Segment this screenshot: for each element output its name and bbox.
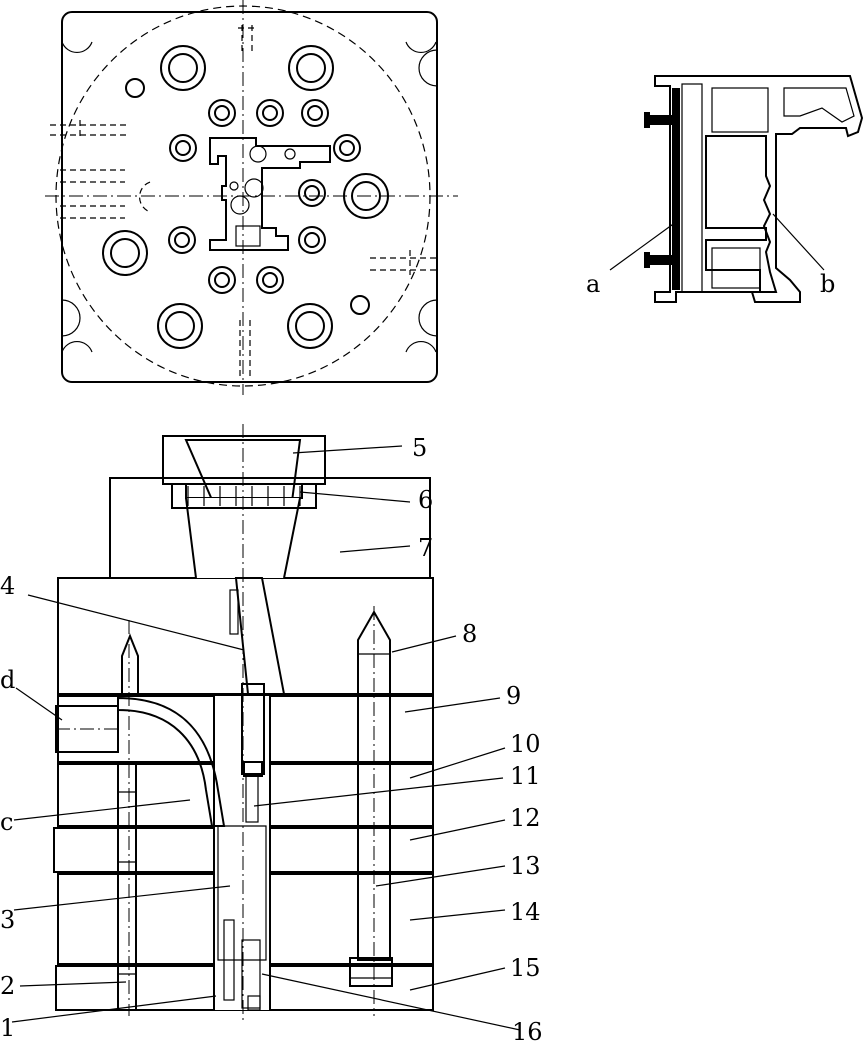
plate-9 xyxy=(57,695,434,763)
part-label-15: 15 xyxy=(510,954,541,982)
part-label-3: 3 xyxy=(0,906,15,934)
profile-section: a b xyxy=(586,75,864,303)
part-label-4: 4 xyxy=(0,572,15,600)
bolt-13 xyxy=(357,609,391,961)
part-label-d: d xyxy=(0,666,15,694)
leader-lines xyxy=(11,445,521,1031)
part-label-14: 14 xyxy=(510,898,541,926)
part-label-10: 10 xyxy=(510,730,541,758)
part-label-7: 7 xyxy=(418,534,433,562)
bolt-2 xyxy=(117,761,137,1011)
cone-feeder xyxy=(234,577,286,695)
die-section-view: 5 6 7 4 8 d 9 10 11 c 12 13 3 14 15 2 1 … xyxy=(0,424,543,1046)
extrudate-3 xyxy=(217,825,267,961)
plate-10 xyxy=(57,763,434,827)
part-label-c: c xyxy=(0,808,13,836)
plan-bolt-holes xyxy=(102,45,389,349)
filter-6 xyxy=(171,483,317,509)
ring-5 xyxy=(162,435,326,499)
part-label-9: 9 xyxy=(506,682,521,710)
profile-clip-lower xyxy=(644,252,672,268)
plan-outline xyxy=(61,11,438,383)
plan-hidden-details xyxy=(50,25,440,380)
part-label-6: 6 xyxy=(418,486,433,514)
profile-label-a: a xyxy=(586,270,600,298)
plan-corner-notch xyxy=(61,41,93,54)
part-label-5: 5 xyxy=(412,434,427,462)
profile-outline xyxy=(654,75,864,303)
plate-14 xyxy=(57,873,434,965)
part-label-1: 1 xyxy=(0,1014,15,1042)
profile-label-b: b xyxy=(820,270,835,298)
part-label-12: 12 xyxy=(510,804,541,832)
profile-glass-pane xyxy=(672,88,680,290)
part-label-16: 16 xyxy=(512,1018,543,1046)
plate-15 xyxy=(55,965,434,1011)
part-label-11: 11 xyxy=(510,762,541,790)
cooling-channel-c xyxy=(117,696,226,827)
die-plan-view xyxy=(45,0,458,395)
part-label-13: 13 xyxy=(510,852,541,880)
plan-die-aperture xyxy=(209,137,331,251)
profile-clip-upper xyxy=(644,112,672,128)
plate-12 xyxy=(53,827,434,873)
core-pin-11 xyxy=(241,683,265,775)
plate-8 xyxy=(57,577,434,695)
part-label-8: 8 xyxy=(462,620,477,648)
part-label-2: 2 xyxy=(0,972,15,1000)
plan-pin-holes xyxy=(125,78,370,315)
